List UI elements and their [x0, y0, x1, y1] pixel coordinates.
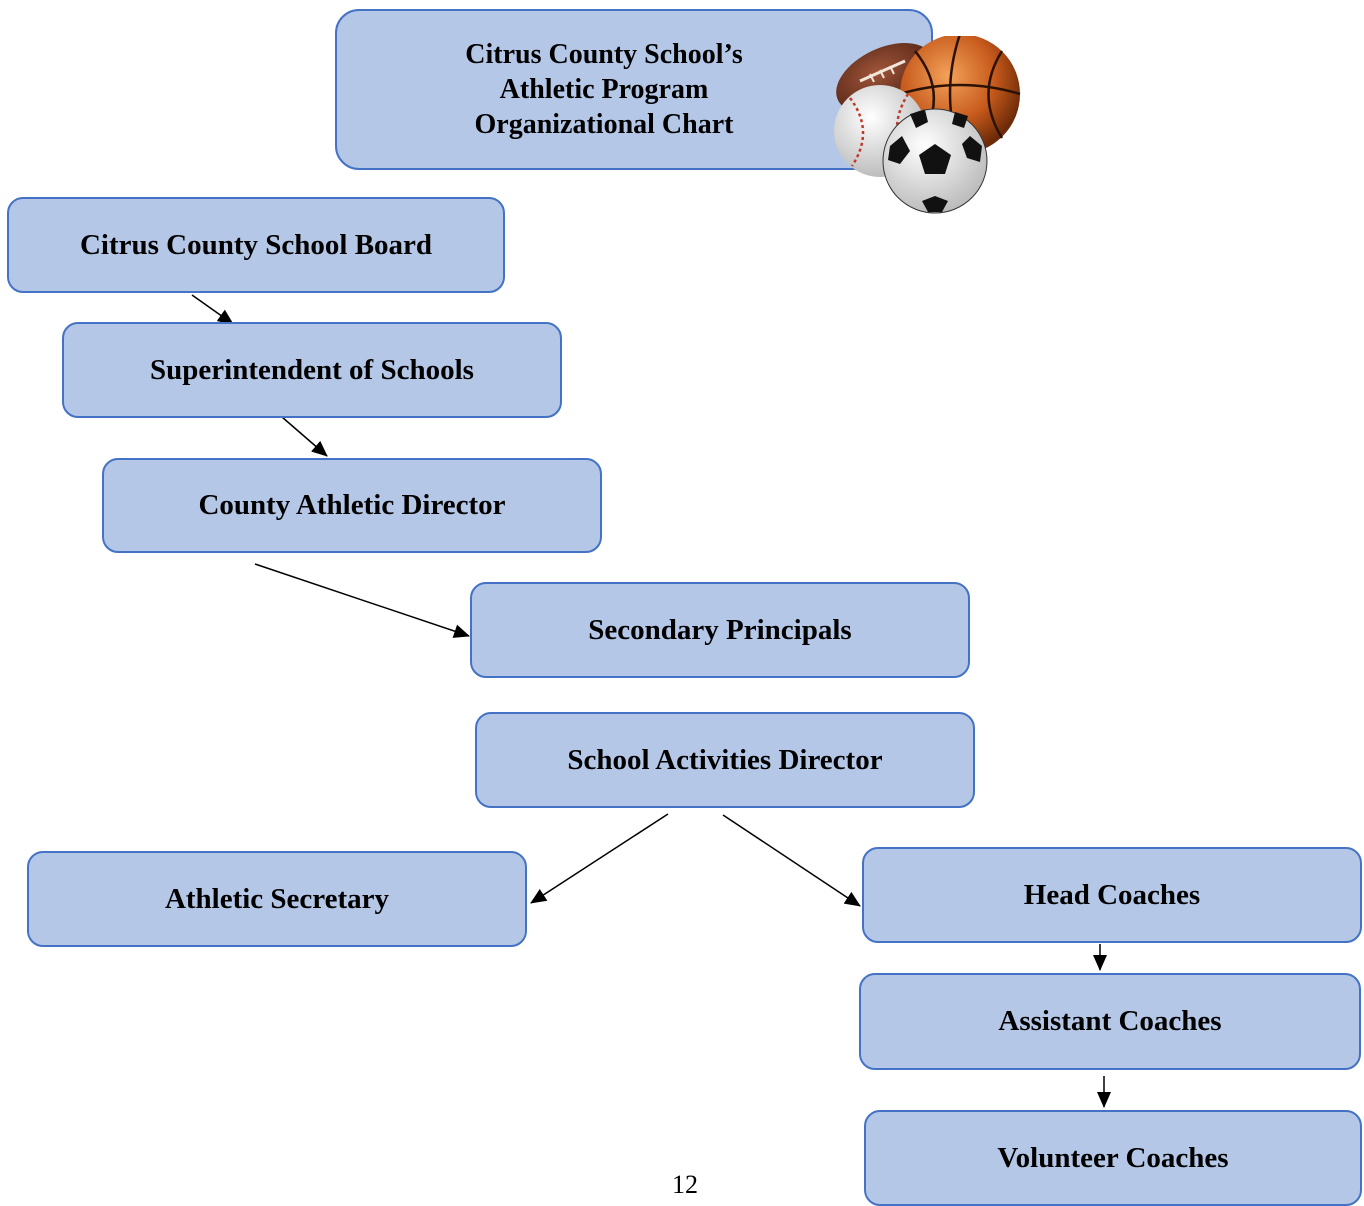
arrow-board-to-superintendent — [191, 294, 234, 325]
arrow-superintendent-to-athletic-director — [281, 416, 328, 457]
node-school-board-label: Citrus County School Board — [79, 228, 433, 261]
chart-title-box: Citrus County School’s Athletic Program … — [335, 9, 933, 170]
node-head-coaches: Head Coaches — [862, 847, 1362, 943]
node-athletic-secretary: Athletic Secretary — [27, 851, 527, 947]
node-volunteer-coaches-label: Volunteer Coaches — [997, 1141, 1229, 1174]
node-assistant-coaches-label: Assistant Coaches — [998, 1005, 1222, 1038]
node-school-activities-director-label: School Activities Director — [567, 743, 883, 776]
node-athletic-secretary-label: Athletic Secretary — [164, 882, 390, 915]
arrow-activities-director-to-secretary — [530, 813, 669, 904]
node-county-athletic-director: County Athletic Director — [102, 458, 602, 553]
chart-title-line-1: Citrus County School’s — [465, 39, 743, 70]
node-assistant-coaches: Assistant Coaches — [859, 973, 1361, 1070]
node-superintendent-label: Superintendent of Schools — [150, 353, 474, 386]
chart-title-line-3: Organizational Chart — [474, 109, 734, 140]
node-school-activities-director: School Activities Director — [475, 712, 975, 808]
chart-title-line-2: Athletic Program — [499, 74, 709, 105]
node-secondary-principals-label: Secondary Principals — [588, 613, 852, 646]
node-school-board: Citrus County School Board — [7, 197, 505, 293]
node-county-athletic-director-label: County Athletic Director — [198, 489, 506, 522]
node-secondary-principals: Secondary Principals — [470, 582, 970, 678]
node-head-coaches-label: Head Coaches — [1023, 878, 1201, 911]
arrow-activities-director-to-head-coaches — [722, 814, 861, 907]
node-superintendent: Superintendent of Schools — [62, 322, 562, 418]
page-number: 12 — [672, 1170, 698, 1199]
sports-balls-icon — [834, 36, 1021, 214]
arrow-athletic-director-to-principals — [254, 563, 470, 638]
node-volunteer-coaches: Volunteer Coaches — [864, 1110, 1362, 1206]
